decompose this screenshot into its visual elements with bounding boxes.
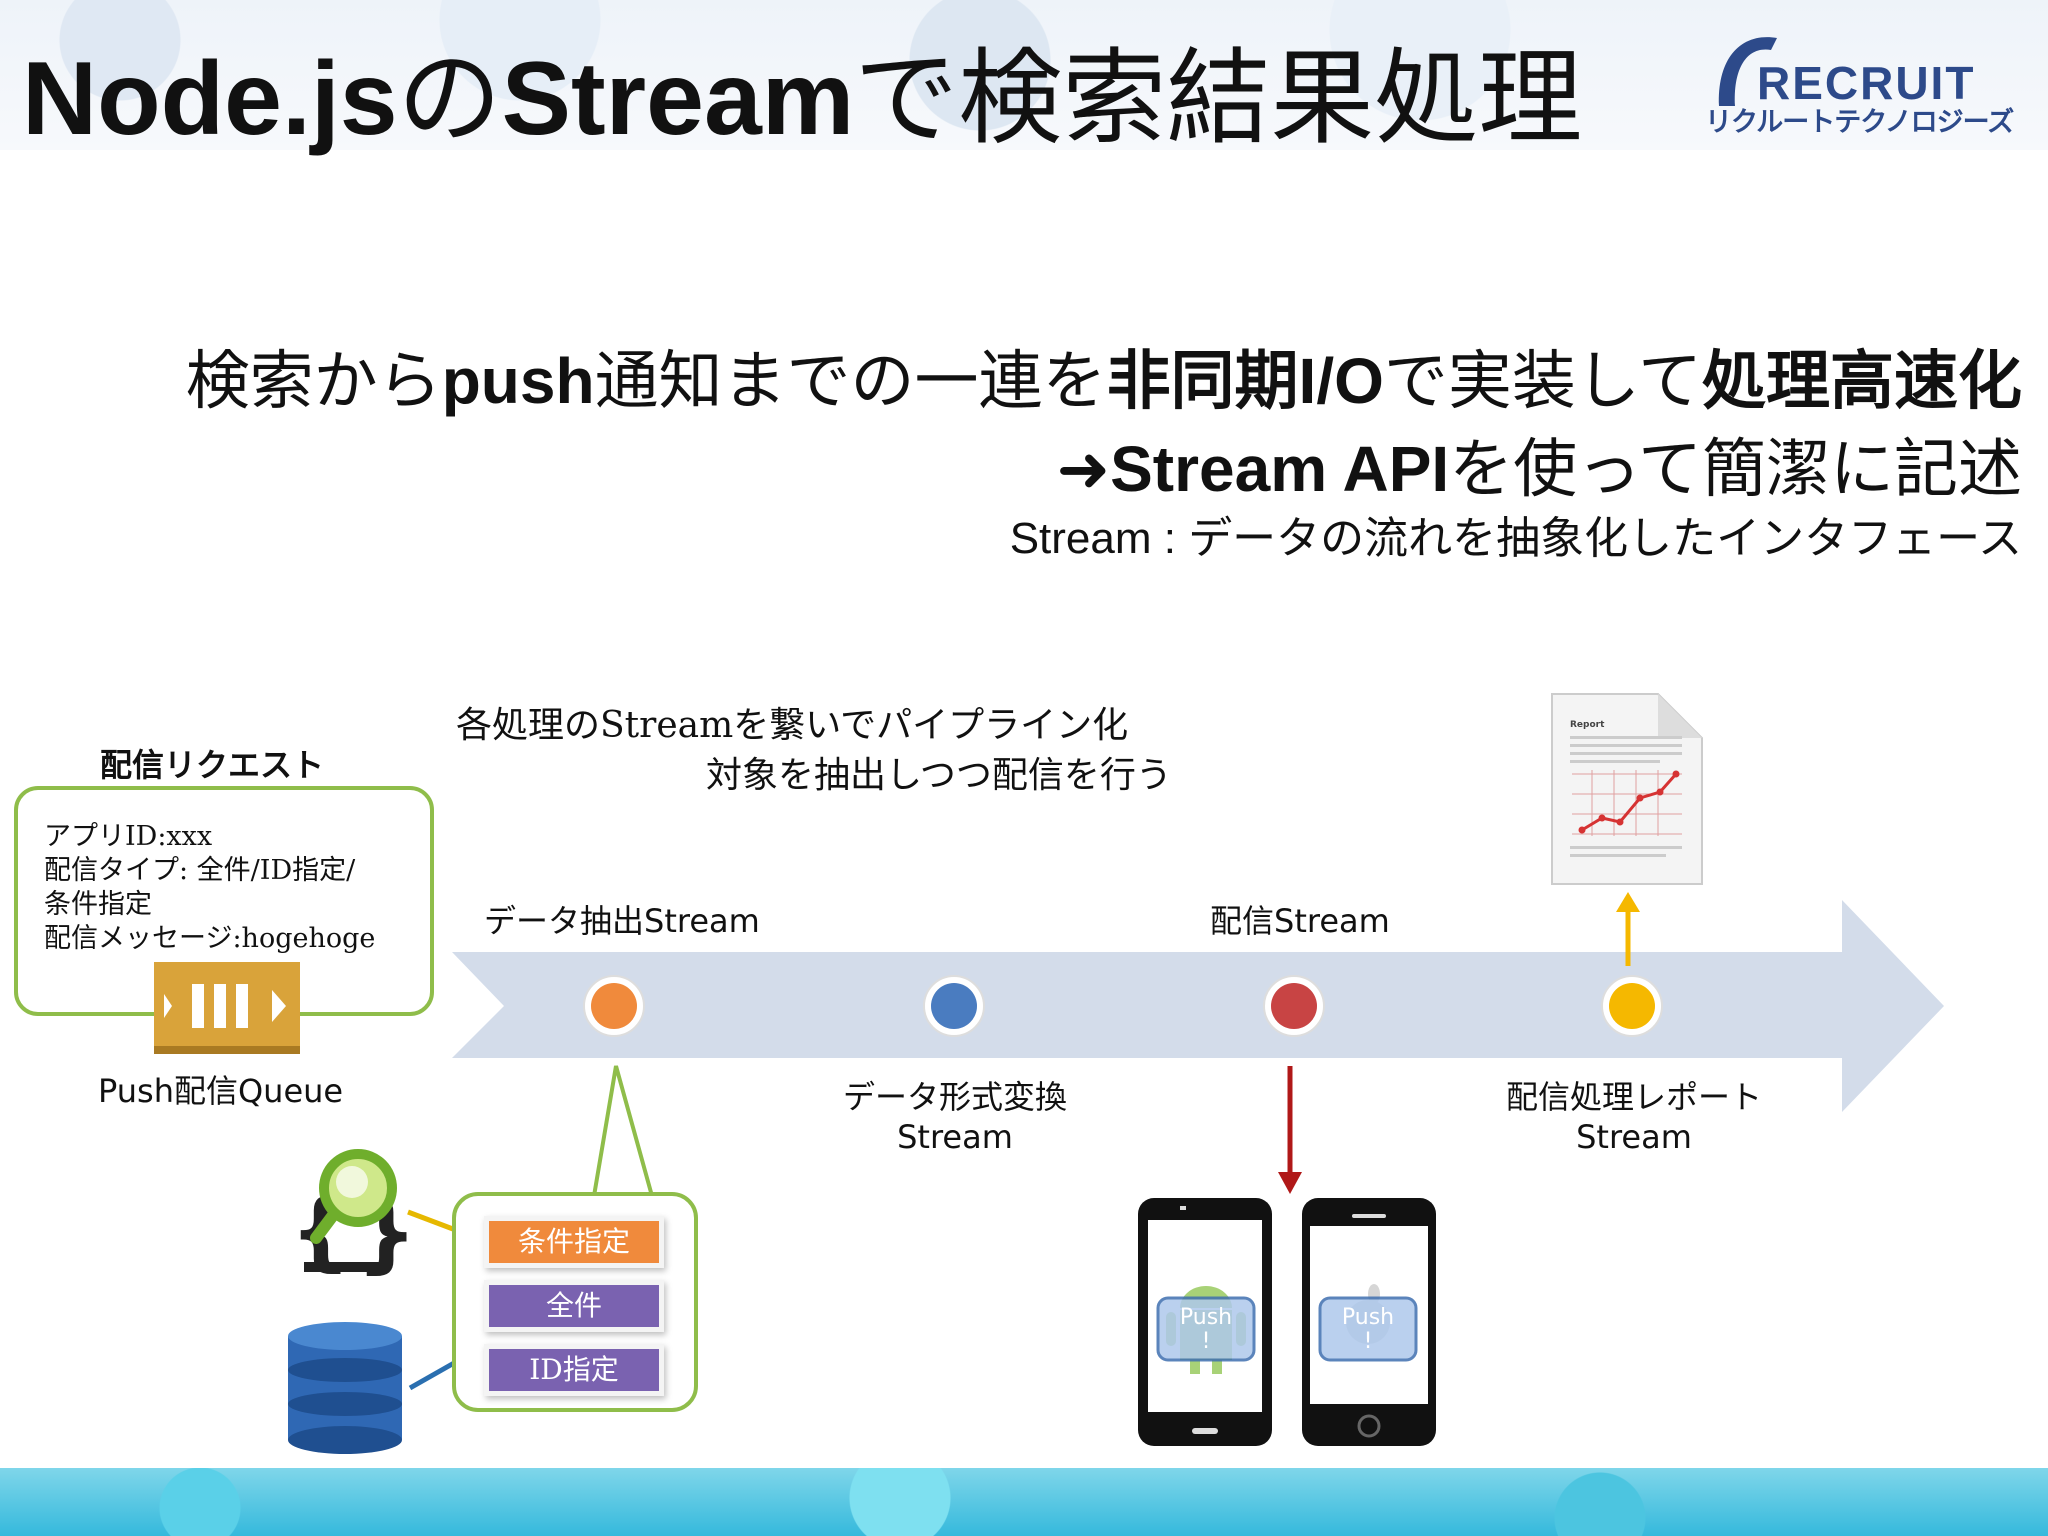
- stage-extract-label: データ抽出Stream: [484, 902, 760, 940]
- request-line: アプリID:xxx: [44, 821, 213, 852]
- summary-text: データの流れを抽象化したインタフェース: [1188, 513, 2022, 564]
- queue-label: Push配信Queue: [98, 1072, 344, 1110]
- summary-text: 通知までの一連を: [594, 345, 1107, 419]
- slide-title: Node.jsのStreamで検索結果処理: [22, 38, 1582, 159]
- option-all: 全件: [484, 1280, 664, 1332]
- logo-text: RECRUIT: [1757, 57, 1976, 109]
- stage-deliver-label: 配信Stream: [1210, 902, 1390, 940]
- summary-text: push: [441, 345, 595, 417]
- option-id: ID指定: [484, 1344, 664, 1396]
- callout-pointer: [592, 1065, 654, 1197]
- stage-deliver-node: [1263, 975, 1325, 1037]
- ios-push-label: Push !: [1341, 1305, 1395, 1354]
- pipeline-caption-2: 対象を抽出しつつ配信を行う: [706, 755, 1172, 796]
- stage-convert-line1: データ形式変換: [842, 1078, 1067, 1116]
- title-part-jp: で検索結果処理: [854, 37, 1583, 159]
- report-doc-title: Report: [1570, 720, 1605, 730]
- android-push-label: Push !: [1179, 1305, 1233, 1354]
- report-document-icon: [1551, 693, 1703, 885]
- summary-line-3: Stream : データの流れを抽象化したインタフェース: [1010, 502, 2022, 566]
- database-icon: [288, 1322, 402, 1454]
- request-line: 条件指定: [44, 889, 152, 920]
- recruit-logo: RECRUIT リクルートテクノロジーズ: [1705, 28, 2040, 138]
- request-title: 配信リクエスト: [100, 746, 325, 784]
- summary-text: で実装して: [1383, 345, 1702, 419]
- request-line: 配信メッセージ:hogehoge: [44, 923, 376, 954]
- summary-text: 非同期I/O: [1106, 345, 1384, 417]
- queue-icon: [154, 962, 300, 1054]
- logo-swoosh-icon: [1718, 37, 1777, 106]
- pipeline-caption-1: 各処理のStreamを繋いでパイプライン化: [456, 705, 1129, 746]
- deliver-arrow: [1278, 1066, 1302, 1194]
- stage-report-label: 配信処理レポート Stream: [1494, 1072, 1774, 1156]
- stage-convert-line2: Stream: [897, 1118, 1013, 1156]
- summary-text: Stream :: [1009, 514, 1189, 563]
- filter-options-box: 条件指定 全件 ID指定: [452, 1192, 698, 1412]
- stage-extract-node: [583, 975, 645, 1037]
- request-line: 配信タイプ: 全件/ID指定/: [44, 855, 356, 886]
- header-background: [0, 0, 2048, 150]
- iphone-icon: [1302, 1198, 1436, 1446]
- summary-line-1: 検索からpush通知までの一連を非同期I/Oで実装して処理高速化: [186, 330, 2022, 422]
- summary-line-2: ➜Stream APIを使って簡潔に記述: [1056, 418, 2022, 510]
- title-part-nodejs: Node.js: [22, 41, 398, 157]
- summary-text: 検索から: [185, 345, 442, 419]
- title-part-stream: Stream: [501, 41, 855, 157]
- footer-background: [0, 1468, 2048, 1536]
- logo-subtext: リクルートテクノロジーズ: [1705, 107, 2014, 138]
- summary-text: を使って簡潔に記述: [1449, 433, 2022, 507]
- stage-convert-node: [923, 975, 985, 1037]
- summary-text: 処理高速化: [1702, 345, 2022, 417]
- search-icon: { }: [290, 1149, 417, 1283]
- report-arrow: [1616, 892, 1640, 966]
- title-part-no: の: [397, 37, 502, 159]
- option-condition: 条件指定: [484, 1216, 664, 1268]
- stage-report-line2: Stream: [1576, 1118, 1692, 1156]
- pipeline-arrow: [452, 900, 1944, 1112]
- stage-convert-label: データ形式変換 Stream: [830, 1072, 1080, 1156]
- summary-text: ➜Stream API: [1056, 433, 1450, 505]
- stage-report-line1: 配信処理レポート: [1505, 1078, 1762, 1116]
- stage-report-node: [1601, 975, 1663, 1037]
- android-phone-icon: [1138, 1198, 1272, 1446]
